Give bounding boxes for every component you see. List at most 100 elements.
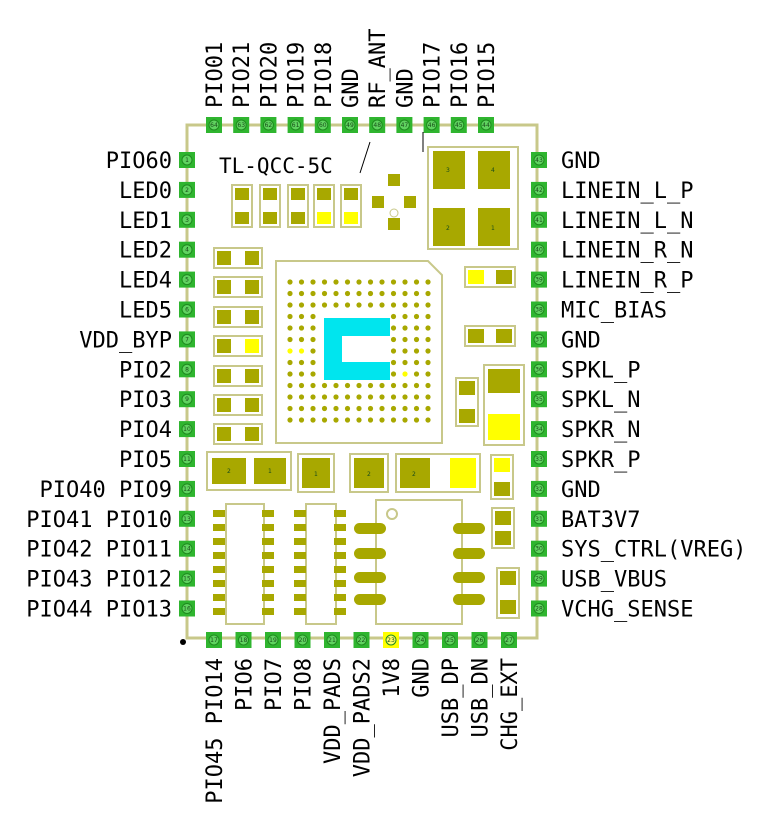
pin-label-right: LINEIN_L_P [561, 179, 693, 204]
bga-ball [425, 417, 431, 423]
pad-number: 8 [185, 366, 189, 373]
pad-right-41: 41 [531, 211, 547, 228]
pin-label-top: GND [393, 68, 418, 108]
pad-left-11: 11 [179, 451, 195, 467]
pin-label-bottom: PIO7 [262, 658, 287, 711]
bga-ball [298, 394, 305, 400]
pin-label-top: PIO17 [421, 42, 446, 108]
pin-label-right: USB_VBUS [561, 568, 667, 593]
bga-ball [425, 394, 431, 400]
bga-ball [310, 336, 316, 343]
pad-number: 29 [535, 576, 543, 583]
bga-ball [367, 417, 374, 423]
pin-label-right: VCHG_SENSE [561, 598, 693, 623]
pad-right-33: 33 [531, 451, 547, 467]
pad-right-35: 35 [531, 391, 547, 408]
bga-ball [402, 371, 408, 377]
pad-left-10: 10 [179, 421, 195, 438]
pin-label-right: GND [561, 478, 601, 503]
pin-label-left: PIO60 [106, 149, 172, 174]
pad-number: 22 [358, 637, 366, 644]
rf-component [372, 132, 424, 230]
middle-caps: 2 1 1 2 2 [206, 451, 514, 500]
pin-label-left: PIO41 PIO10 [26, 508, 172, 533]
pin-label-left: LED2 [119, 239, 172, 264]
pin-label-right: LINEIN_R_P [561, 269, 693, 294]
pad-bottom-21: 21 [324, 632, 340, 648]
pad-number: 15 [183, 576, 191, 583]
ic-pin [262, 510, 274, 517]
pin-label-top: PIO01 [203, 42, 228, 108]
bga-ball [298, 382, 305, 389]
ic-pin [334, 580, 346, 587]
pad-left-5: 5 [179, 271, 195, 288]
bga-ball [402, 325, 408, 331]
pad-number: 1 [185, 157, 189, 164]
pad-right-42: 42 [531, 181, 547, 198]
pin-label-left: PIO3 [119, 388, 172, 413]
bga-ball [425, 290, 431, 297]
pin-label-left: PIO44 PIO13 [26, 598, 172, 623]
ic-pin [262, 538, 274, 545]
bga-ball [390, 371, 397, 377]
pad-left-8: 8 [179, 361, 195, 378]
pad-number: 45 [455, 122, 463, 129]
pad-number: 39 [535, 277, 543, 284]
pad-number: 30 [535, 546, 543, 553]
pad-bottom-22: 22 [353, 632, 370, 648]
pad-number: 47 [401, 122, 409, 129]
ic-pin [294, 580, 306, 587]
pin-label-right: SPKL_P [561, 358, 640, 383]
pin-label-left: VDD_BYP [79, 328, 172, 353]
pad-number: 16 [183, 606, 191, 613]
bga-ball [298, 325, 305, 331]
pad-top-49: 49 [342, 117, 358, 133]
bga-ball [390, 290, 397, 297]
bga-ball [321, 302, 328, 308]
ic-pin [334, 510, 346, 517]
pad-right-32: 32 [531, 480, 547, 497]
pad-number: 19 [269, 637, 277, 644]
pad-right-28: 28 [531, 600, 547, 617]
bga-ball [287, 348, 293, 354]
pad-bottom-20: 20 [294, 632, 311, 648]
bga-ball [333, 394, 339, 400]
bga-ball [333, 382, 339, 389]
bga-ball [287, 417, 293, 423]
bga-ball [287, 371, 293, 377]
bga-ball [344, 394, 351, 400]
bga-ball [344, 382, 351, 389]
module-title: TL-QCC-5C [219, 154, 333, 178]
bga-ball [402, 394, 408, 400]
bga-ball [344, 290, 351, 297]
ic-pin [334, 608, 346, 615]
bga-ball [287, 336, 293, 343]
bga-ball [310, 302, 316, 308]
ic-pin [294, 552, 306, 559]
bga-ball [298, 302, 305, 308]
bga-ball [413, 313, 420, 320]
bga-ball [321, 405, 328, 412]
pad-top-45: 45 [450, 117, 467, 133]
ic-pin [294, 510, 306, 517]
crystal: 3 4 2 1 [427, 146, 519, 250]
pad-number: 27 [505, 637, 513, 644]
pin-label-right: SPKL_N [561, 388, 640, 413]
bga-ball [367, 279, 374, 285]
bga-ball [390, 394, 397, 400]
pin-label-top: PIO18 [312, 42, 337, 108]
pin-label-right: SYS_CTRL(VREG) [561, 538, 746, 563]
ic-pin [294, 594, 306, 601]
ic-pin [213, 524, 225, 531]
pad-number: 18 [240, 637, 248, 644]
pad-left-3: 3 [179, 211, 195, 228]
pad-top-46: 46 [423, 117, 440, 133]
power-ic [354, 499, 520, 625]
bga-ball [425, 382, 431, 389]
bga-ball [390, 302, 397, 308]
bga-ball [298, 313, 305, 320]
pad-number: 44 [482, 122, 490, 129]
pad-right-37: 37 [531, 331, 547, 348]
pad-number: 23 [387, 637, 395, 644]
bga-ball [413, 325, 420, 331]
